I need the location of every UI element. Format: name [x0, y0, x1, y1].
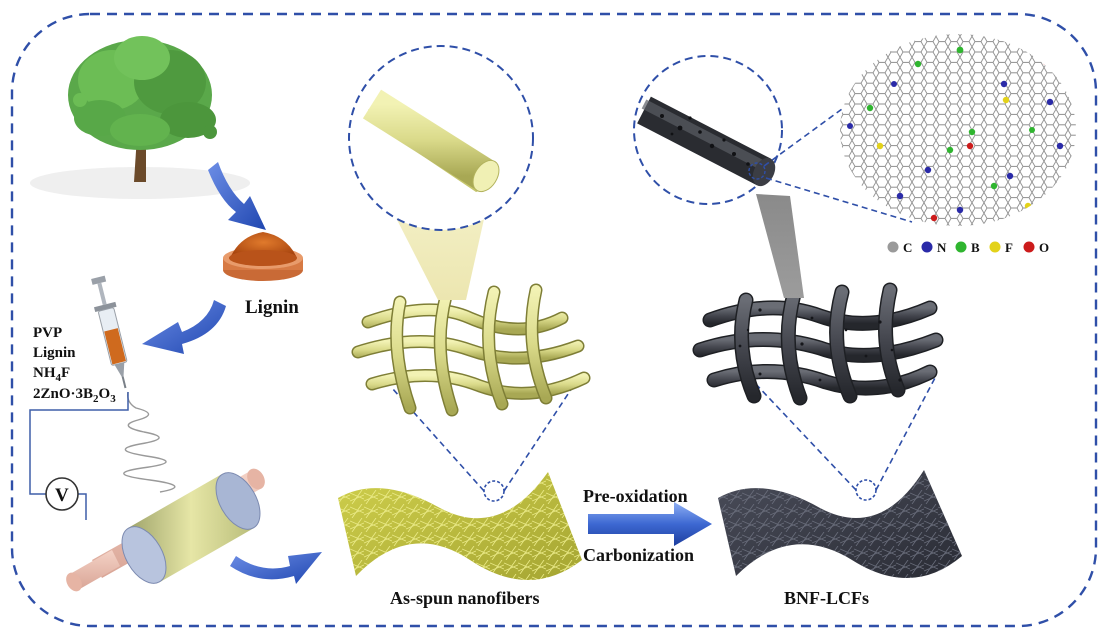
legend-label-f: F: [1005, 240, 1013, 255]
tree-illustration: [30, 36, 250, 199]
legend-label-c: C: [903, 240, 912, 255]
precursor-pvp: PVP: [33, 325, 62, 341]
outer-frame: [10, 12, 1098, 628]
precursor-zinc-borate: 2ZnO·3B2O3: [33, 386, 116, 405]
collector-drum: [66, 468, 265, 592]
legend-label-n: N: [937, 240, 947, 255]
bnf-lcfs-label: BNF-LCFs: [784, 588, 869, 608]
legend-dot-c: [887, 241, 899, 253]
zoom-circle-yellow-fiber: [348, 45, 534, 231]
bnf-lcf-sheet: [718, 470, 962, 579]
zoom-beam-yellow: [392, 210, 486, 300]
doped-graphene-lattice: [840, 34, 1076, 226]
zoom-lines-bnf-lcf: [751, 375, 937, 491]
arrow-lignin-to-syringe: [142, 300, 226, 354]
precursor-nh4f: NH4F: [33, 365, 70, 384]
lignin-label: Lignin: [245, 297, 299, 318]
voltage-label: V: [55, 485, 69, 506]
yellow-fiber-mesh: [351, 283, 591, 417]
zoom-beam-gray: [756, 194, 804, 298]
electrospinning-jet: [123, 391, 176, 493]
dark-fiber-mesh: [692, 282, 944, 406]
lignin-dish: [223, 232, 303, 281]
pre-oxidation-label: Pre-oxidation: [583, 486, 688, 506]
legend-dot-b: [955, 241, 967, 253]
voltage-source: V: [45, 477, 79, 511]
zoom-lines-graphene: [763, 89, 913, 223]
legend-label-o: O: [1039, 240, 1049, 255]
zoom-circle-dark-fiber: [633, 55, 783, 205]
arrow-tree-to-lignin: [208, 162, 266, 230]
carbonization-label: Carbonization: [583, 545, 694, 565]
circuit-wire: [29, 392, 129, 520]
legend-dot-f: [989, 241, 1001, 253]
legend-dot-n: [921, 241, 933, 253]
legend-dot-o: [1023, 241, 1035, 253]
as-spun-sheet: [338, 472, 582, 580]
precursor-lignin: Lignin: [33, 345, 76, 361]
syringe: [91, 275, 128, 389]
as-spun-label: As-spun nanofibers: [390, 588, 540, 608]
process-arrow: [588, 502, 712, 546]
arrow-drum-to-as-spun: [230, 552, 322, 584]
legend-label-b: B: [971, 240, 980, 255]
